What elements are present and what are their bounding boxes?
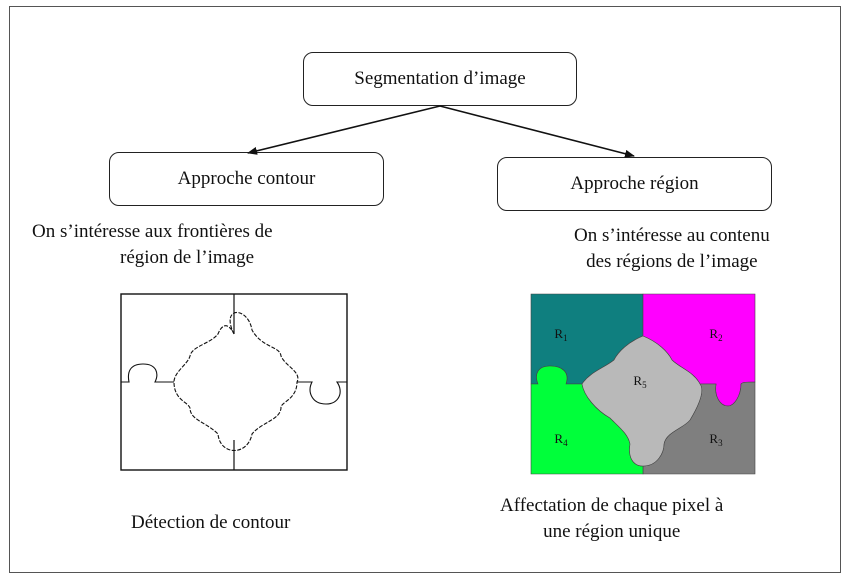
- arrow-to-left-node: [247, 105, 441, 155]
- left-description-line-1: On s’intéresse aux frontières de: [32, 221, 273, 242]
- right-description-line-1: On s’intéresse au contenu: [574, 225, 770, 246]
- diagram-frame: [9, 6, 841, 573]
- right-description: On s’intéresse au contenu des régions de…: [574, 223, 770, 275]
- right-caption-line-1: Affectation de chaque pixel à: [500, 495, 724, 516]
- left-node: Approche contour: [109, 152, 384, 206]
- left-description-line-2: région de l’image: [120, 247, 255, 268]
- right-description-line-2: des régions de l’image: [586, 251, 758, 272]
- arrow-to-right-node: [439, 105, 635, 158]
- right-caption-line-2: une région unique: [543, 521, 681, 542]
- left-caption: Détection de contour: [131, 512, 291, 533]
- right-caption: Affectation de chaque pixel à une région…: [500, 493, 723, 545]
- root-node-label: Segmentation d’image: [354, 68, 526, 89]
- root-node: Segmentation d’image: [303, 52, 577, 106]
- left-node-label: Approche contour: [177, 168, 316, 189]
- right-node-label: Approche région: [570, 173, 699, 194]
- left-description: On s’intéresse aux frontières de région …: [32, 219, 273, 271]
- region-r5: [581, 335, 703, 467]
